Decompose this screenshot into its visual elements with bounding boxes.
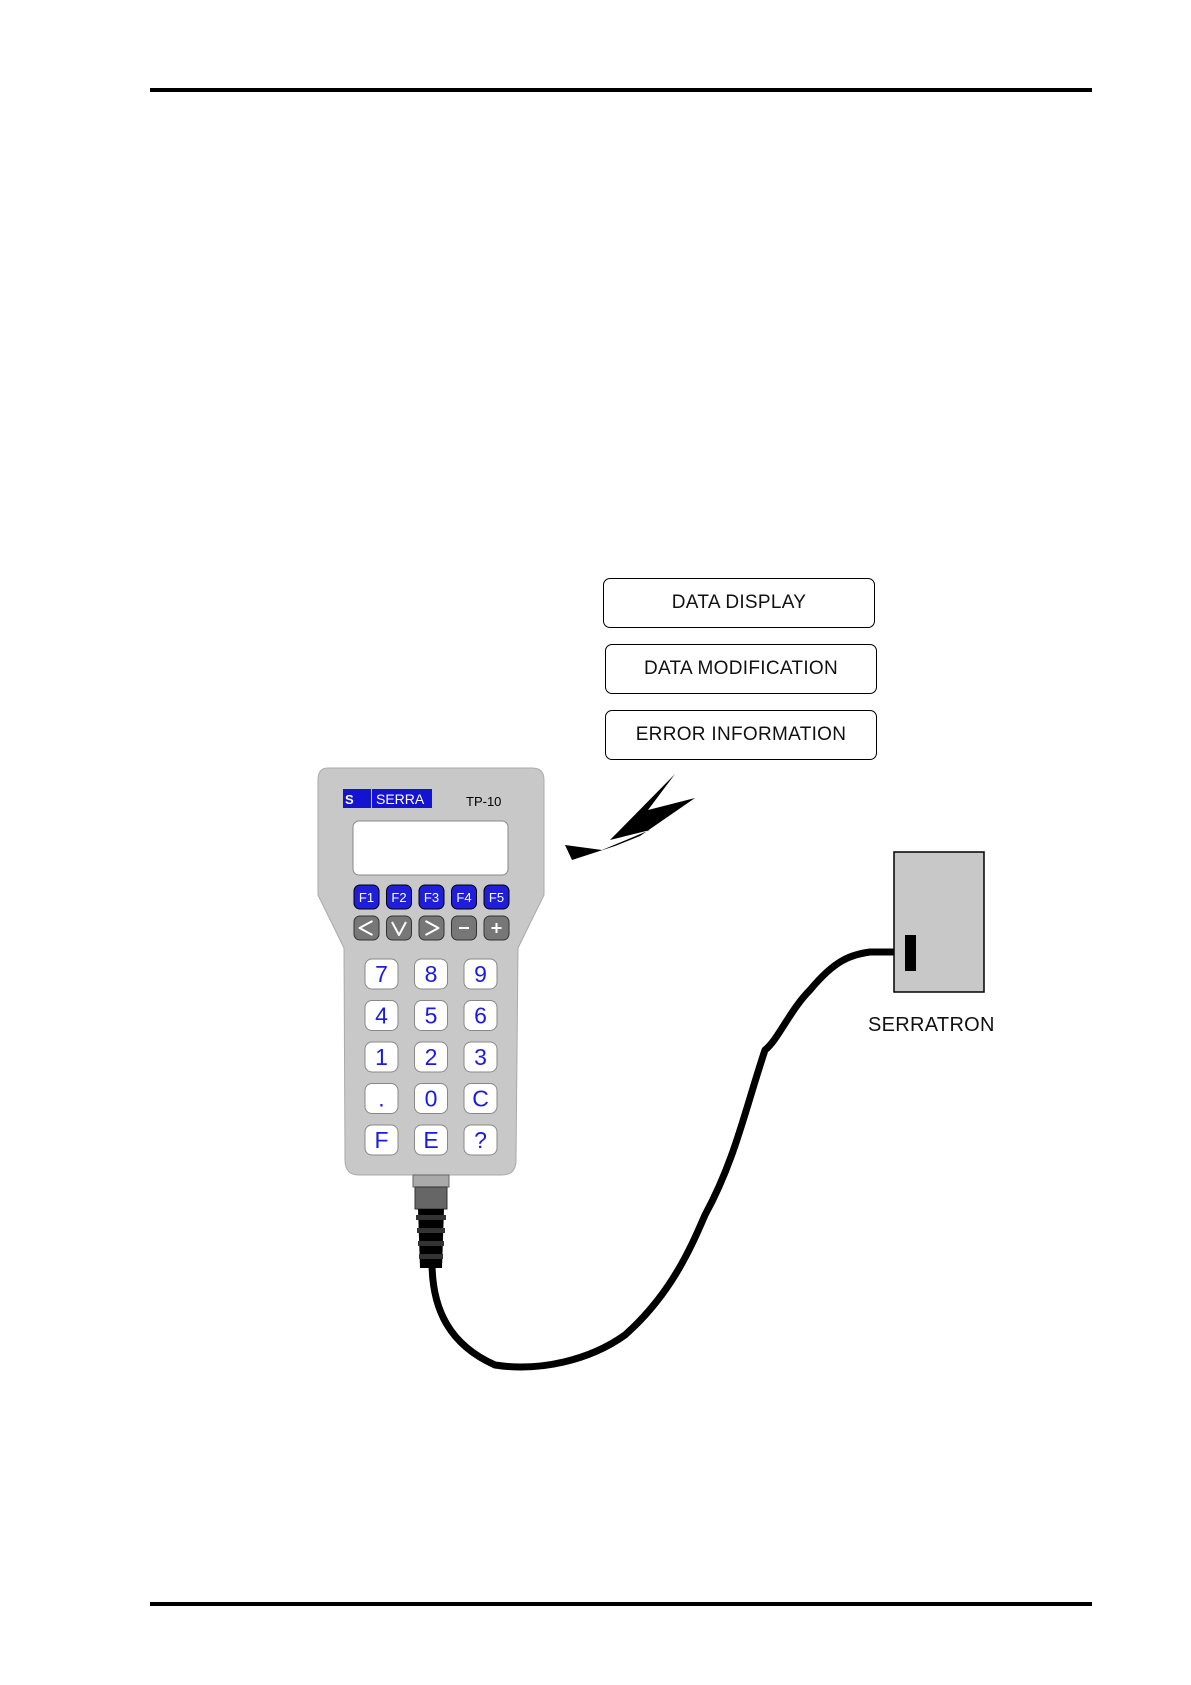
numeric-keypad: 7 8 9 4 5 6 1 2 3. 0 C F E? [365,959,497,1155]
serratron-port [905,935,916,971]
function-key-f1[interactable]: F1 [354,885,379,909]
keypad-key[interactable]: 2 [415,1042,448,1072]
keypad-key[interactable]: 3 [464,1042,497,1072]
connector-collar [413,1175,449,1187]
keypad-key-label: 1 [375,1044,388,1070]
navigation-keys [354,916,509,940]
keypad-key[interactable]: 6 [464,1001,497,1031]
keypad-key-label: 7 [375,961,388,987]
function-key-label: F3 [424,890,439,905]
keypad-key[interactable]: 5 [415,1001,448,1031]
keypad-key-label: 3 [474,1044,487,1070]
keypad-key[interactable]: 1 [365,1042,398,1072]
function-key-label: F2 [391,890,406,905]
function-key-f4[interactable]: F4 [452,885,477,909]
keypad-key-label: ? [474,1127,487,1153]
keypad-key-label: 6 [474,1003,487,1029]
strain-relief-ridge [417,1228,445,1233]
keypad-key[interactable]: ? [464,1125,497,1155]
serratron-label: SERRATRON [868,1014,995,1037]
brand-logo-letters: S [345,792,354,807]
device-screen [353,821,508,875]
model-label: TP-10 [466,794,501,809]
keypad-key-label: 8 [425,961,438,987]
keypad-key[interactable]: 8 [415,959,448,989]
keypad-key[interactable]: 7 [365,959,398,989]
keypad-key[interactable]: E [415,1125,448,1155]
keypad-key[interactable]: . [365,1084,398,1114]
function-key-label: F1 [359,890,374,905]
keypad-key-label: . [378,1086,384,1112]
function-key-label: F4 [456,890,471,905]
keypad-key[interactable]: F [365,1125,398,1155]
minus-key[interactable] [452,916,477,940]
keypad-key-label: 0 [425,1086,438,1112]
left-arrow-key[interactable] [354,916,379,940]
strain-relief-ridge [419,1254,443,1259]
function-key-f5[interactable]: F5 [484,885,509,909]
right-arrow-key[interactable] [419,916,444,940]
keypad-key[interactable]: 4 [365,1001,398,1031]
wireless-lightning-icon [565,774,695,860]
function-key-f2[interactable]: F2 [387,885,412,909]
plus-key[interactable] [484,916,509,940]
keypad-key-label: 9 [474,961,487,987]
keypad-key-label: 4 [375,1003,388,1029]
keypad-key[interactable]: C [464,1084,497,1114]
connector-body [415,1187,447,1209]
brand-name: SERRA [376,791,425,807]
strain-relief-ridge [418,1241,444,1246]
keypad-key-label: E [423,1127,438,1153]
function-keys: F1 F2 F3 F4 F5 [354,885,509,909]
keypad-key-label: C [472,1086,489,1112]
keypad-key-label: 5 [425,1003,438,1029]
keypad-key[interactable]: 0 [415,1084,448,1114]
function-key-label: F5 [489,890,504,905]
strain-relief-ridge [416,1215,446,1220]
function-key-f3[interactable]: F3 [419,885,444,909]
down-arrow-key[interactable] [387,916,412,940]
keypad-key[interactable]: 9 [464,959,497,989]
keypad-key-label: F [374,1127,388,1153]
keypad-key-label: 2 [425,1044,438,1070]
